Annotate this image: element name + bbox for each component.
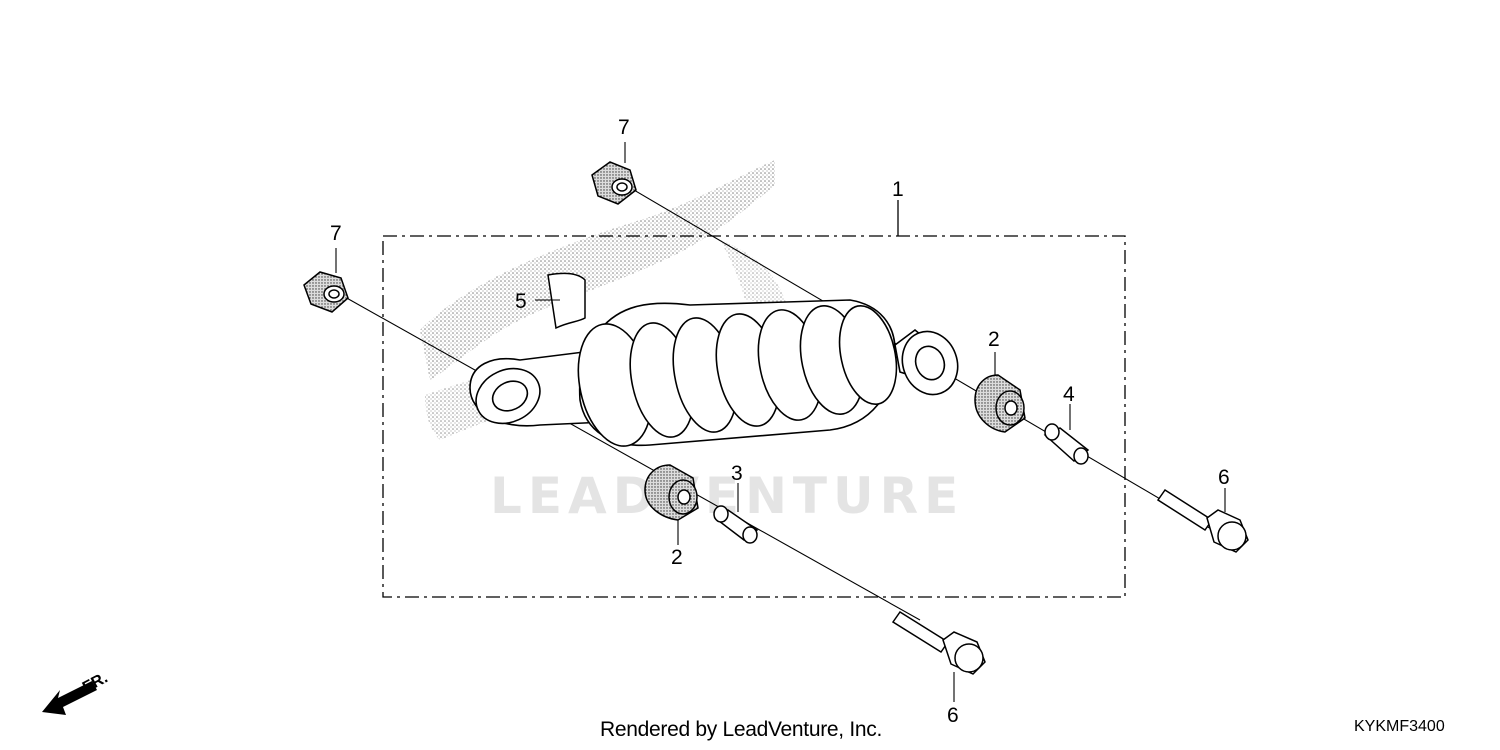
callout-5: 5: [515, 290, 527, 313]
collar-4: [1043, 423, 1090, 465]
flange-bolt-left: [891, 610, 986, 675]
callout-3: 3: [731, 462, 743, 485]
diagram-code: KYKMF3400: [1354, 718, 1445, 735]
callout-7-left: 7: [330, 222, 342, 245]
rear-shock-absorber: [469, 299, 959, 447]
callout-4: 4: [1063, 383, 1075, 406]
rubber-bushing-left: [644, 464, 699, 521]
callout-1: 1: [892, 178, 904, 201]
callout-6-lower: 6: [947, 704, 959, 727]
callout-7-upper: 7: [618, 116, 630, 139]
flange-bolt-right: [1156, 488, 1249, 553]
render-credit: Rendered by LeadVenture, Inc.: [600, 718, 883, 741]
front-direction-arrow: FR.: [42, 669, 111, 715]
rubber-bushing-right: [974, 374, 1026, 433]
callout-2-lower: 2: [671, 546, 683, 569]
flange-nut-upper: [591, 161, 637, 205]
assembly-boundary: [382, 235, 1126, 598]
collar-3: [713, 505, 759, 544]
label-plate: [547, 272, 586, 330]
callout-6-right: 6: [1218, 466, 1230, 489]
callout-2-upper: 2: [988, 328, 1000, 351]
flange-nut-left: [303, 271, 349, 313]
